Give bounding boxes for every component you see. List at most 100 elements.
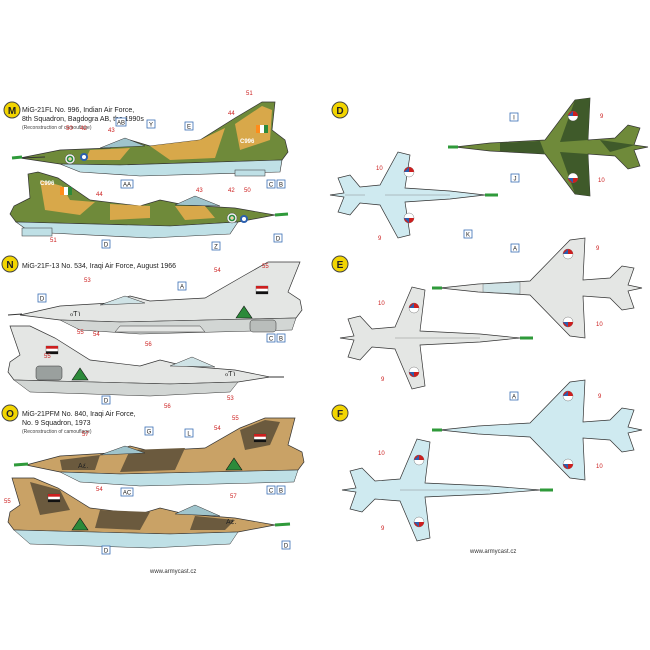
callout-box-c-o bbox=[266, 485, 276, 495]
number-57-b: 57 bbox=[230, 494, 237, 500]
caption-o-line2: No. 9 Squadron, 1973 bbox=[22, 420, 91, 427]
number-10-f1: 10 bbox=[596, 464, 603, 470]
section-badge-m bbox=[3, 101, 21, 119]
callout-b-n: B bbox=[279, 337, 283, 343]
aircraft-m2-profile bbox=[9, 171, 289, 239]
callout-box-a-f bbox=[509, 391, 519, 401]
number-42-a: 42 bbox=[80, 126, 87, 132]
callout-box-g bbox=[144, 426, 154, 436]
number-56-b: 56 bbox=[164, 404, 171, 410]
number-43-a: 43 bbox=[108, 128, 115, 134]
section-letter-f: F bbox=[337, 409, 343, 420]
aircraft-m1-profile bbox=[11, 101, 289, 177]
section-letter-o: O bbox=[6, 409, 14, 420]
callout-d-n2: D bbox=[104, 399, 109, 405]
section-d: D 9 10 I J bbox=[329, 97, 649, 242]
number-54-c: 54 bbox=[214, 426, 221, 432]
caption-m-line2: 8th Squadron, Bagdogra AB, the 1990s bbox=[22, 116, 144, 123]
number-9-d1: 9 bbox=[600, 114, 604, 120]
section-badge-f bbox=[331, 404, 349, 422]
section-badge-e bbox=[331, 255, 349, 273]
callout-i: I bbox=[513, 116, 515, 122]
number-9-f2: 9 bbox=[381, 526, 385, 532]
callout-c-o: C bbox=[269, 489, 274, 495]
section-f: F 9 10 A 10 9 bbox=[331, 379, 643, 542]
number-55-b: 55 bbox=[77, 330, 84, 336]
number-53-a: 53 bbox=[84, 278, 91, 284]
number-55-a: 55 bbox=[262, 264, 269, 270]
section-m: M MiG-21FL No. 996, Indian Air Force, 8t… bbox=[3, 91, 289, 251]
callout-z: Z bbox=[214, 245, 218, 251]
number-50-a: 50 bbox=[66, 126, 73, 132]
aircraft-o1-profile bbox=[13, 417, 305, 487]
number-57-a: 57 bbox=[82, 432, 89, 438]
number-55-d: 55 bbox=[232, 416, 239, 422]
callout-e: E bbox=[187, 125, 191, 131]
callout-d-o1: D bbox=[284, 544, 289, 550]
section-badge-n bbox=[1, 255, 19, 273]
section-letter-e: E bbox=[337, 260, 344, 271]
callout-box-d-m2 bbox=[101, 239, 111, 249]
aircraft-n2-profile bbox=[7, 325, 284, 397]
number-51-b: 51 bbox=[50, 238, 57, 244]
number-54-a: 54 bbox=[214, 268, 221, 274]
number-10-f2: 10 bbox=[378, 451, 385, 457]
callout-c-m: C bbox=[269, 183, 274, 189]
callout-a-e: A bbox=[513, 247, 517, 253]
callout-j: J bbox=[514, 177, 517, 183]
number-9-e1: 9 bbox=[596, 246, 600, 252]
aircraft-d-bottom-view bbox=[329, 151, 498, 239]
serial-m2: C996 bbox=[40, 181, 55, 187]
number-9-f1: 9 bbox=[598, 394, 602, 400]
callout-box-b-n bbox=[276, 333, 286, 343]
number-43-b: 43 bbox=[196, 188, 203, 194]
number-42-b: 42 bbox=[228, 188, 235, 194]
number-44-a: 44 bbox=[228, 111, 235, 117]
callout-box-d-o1 bbox=[281, 540, 291, 550]
number-54-d: 54 bbox=[96, 487, 103, 493]
serial-o2: A٤. bbox=[226, 519, 236, 526]
aircraft-e-bottom-view bbox=[339, 286, 533, 390]
section-o: O MiG-21PFM No. 840, Iraqi Air Force, No… bbox=[1, 404, 305, 555]
callout-d-m2: D bbox=[104, 243, 109, 249]
callout-ab: AB bbox=[117, 121, 125, 127]
aircraft-o2-profile bbox=[7, 477, 291, 549]
number-55-e: 55 bbox=[4, 499, 11, 505]
aircraft-e-top-view bbox=[432, 237, 643, 339]
callout-box-a-n bbox=[177, 281, 187, 291]
callout-g: G bbox=[147, 430, 152, 436]
callout-y: Y bbox=[149, 123, 153, 129]
callout-box-c-m bbox=[266, 179, 276, 189]
callout-l: L bbox=[187, 432, 191, 438]
callout-c-n: C bbox=[269, 337, 274, 343]
section-letter-m: M bbox=[8, 106, 16, 117]
callout-box-b-o bbox=[276, 485, 286, 495]
callout-box-l bbox=[184, 428, 194, 438]
callout-box-d-n1 bbox=[37, 293, 47, 303]
callout-box-d-n2 bbox=[101, 395, 111, 405]
caption-m-line1: MiG-21FL No. 996, Indian Air Force, bbox=[22, 107, 134, 114]
section-letter-d: D bbox=[336, 106, 343, 117]
number-10-e1: 10 bbox=[596, 322, 603, 328]
footer-right: www.armycast.cz bbox=[469, 549, 516, 555]
callout-ac: AC bbox=[123, 491, 132, 497]
number-51-a: 51 bbox=[246, 91, 253, 97]
callout-box-e bbox=[184, 121, 194, 131]
callout-b-o: B bbox=[279, 489, 283, 495]
section-badge-d bbox=[331, 101, 349, 119]
callout-box-y bbox=[146, 119, 156, 129]
number-10-d2: 10 bbox=[376, 166, 383, 172]
callout-box-k bbox=[463, 229, 473, 239]
section-e: E 9 10 A 10 9 bbox=[331, 237, 643, 390]
callout-box-ab bbox=[115, 117, 127, 127]
serial-n1: ℴƬ١ bbox=[70, 311, 81, 318]
number-53-b: 53 bbox=[227, 396, 234, 402]
callout-a-f: A bbox=[512, 395, 516, 401]
caption-o-note: (Reconstruction of camouflage) bbox=[22, 429, 92, 435]
callout-k: K bbox=[466, 233, 470, 239]
aircraft-d-top-view bbox=[448, 97, 649, 197]
callout-box-d-o2 bbox=[101, 545, 111, 555]
callout-d-n1: D bbox=[40, 297, 45, 303]
